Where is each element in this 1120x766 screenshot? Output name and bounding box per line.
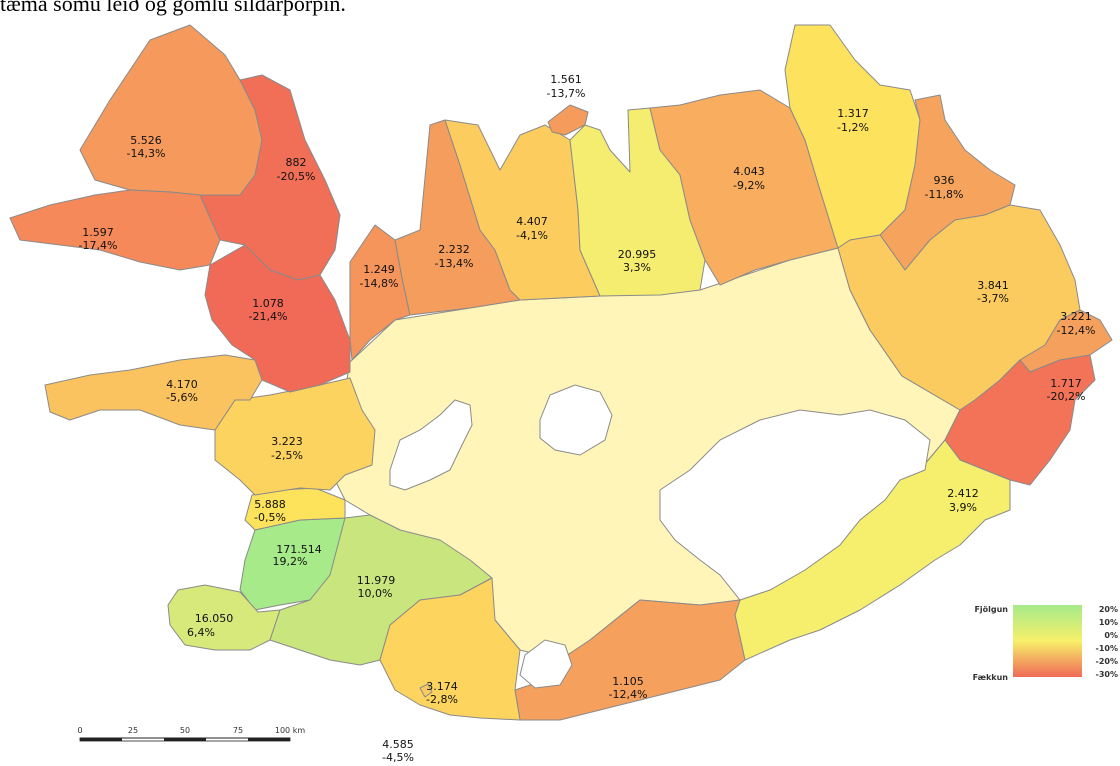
label-pop-kjos: 5.888: [254, 498, 286, 511]
label-change-austurland-sudur: -20,2%: [1047, 390, 1086, 403]
label-pop-dalir: 1.078: [252, 297, 284, 310]
legend-tick: -20%: [1096, 657, 1118, 666]
label-pop-hunavatnssysla: 2.232: [438, 243, 470, 256]
scale-bar: 0 25 50 75 100 km: [77, 726, 305, 742]
region-vestfirdir-nordur[interactable]: [79, 24, 263, 196]
legend-top-label: Fjölgun: [974, 605, 1008, 614]
region-snaefellsnes[interactable]: [44, 354, 263, 431]
label-pop-skaftafellssysla: 1.105: [612, 675, 644, 688]
glacier-hofsjokull: [539, 384, 613, 456]
label-change-strandir: -20,5%: [277, 170, 316, 183]
label-change-skaftafellssysla: -12,4%: [609, 688, 648, 701]
label-change-vestmannaeyjar: -4,5%: [382, 751, 414, 764]
label-change-hunavatnssysla: -13,4%: [435, 257, 474, 270]
label-change-fjallabyggd: -13,7%: [547, 87, 586, 100]
legend-tick: 20%: [1099, 605, 1118, 614]
label-pop-vestfirdir-nordur: 5.526: [130, 134, 162, 147]
region-skaftafellssysla[interactable]: [514, 599, 746, 721]
label-pop-hunathing-vestra: 1.249: [363, 263, 395, 276]
label-change-eyjafjordur: 3,3%: [623, 261, 651, 274]
scale-tick: 75: [233, 726, 243, 735]
region-hunathing-vestra[interactable]: [349, 224, 411, 361]
scale-tick: 100 km: [275, 726, 305, 735]
label-change-skagafjordur: -4,1%: [516, 229, 548, 242]
legend-tick: -30%: [1096, 670, 1118, 679]
label-pop-hornafjordur: 2.412: [947, 487, 979, 500]
label-pop-hofudborgarsvaedid: 171.514: [276, 543, 322, 556]
label-pop-sudurland-vestri: 11.979: [357, 574, 396, 587]
scale-tick: 50: [180, 726, 190, 735]
region-vestmannaeyjar[interactable]: [419, 683, 433, 698]
label-change-sudurland-vestri: 10,0%: [358, 587, 393, 600]
scale-tick: 25: [128, 726, 138, 735]
label-change-hunathing-vestra: -14,8%: [360, 277, 399, 290]
region-thingeyjarsysla[interactable]: [649, 89, 839, 286]
label-pop-vestfirdir-sudur: 1.597: [82, 226, 114, 239]
label-change-borgarfjordur: -2,5%: [271, 449, 303, 462]
region-dalir[interactable]: [204, 244, 351, 393]
label-change-hornafjordur: 3,9%: [949, 501, 977, 514]
label-change-vestfirdir-sudur: -17,4%: [79, 239, 118, 252]
label-pop-fjardabyggd: 3.221: [1060, 310, 1092, 323]
region-labels: 171.514 19,2% 16.050 6,4% 11.979 10,0% 5…: [79, 73, 1096, 764]
legend-bottom-label: Fækkun: [973, 673, 1009, 682]
label-pop-eyjafjordur: 20.995: [618, 248, 657, 261]
glacier-vatnajokull: [659, 409, 931, 601]
label-pop-vestmannaeyjar: 4.585: [382, 738, 414, 751]
label-change-sudurnes: 6,4%: [187, 626, 215, 639]
legend-gradient-bar: [1013, 605, 1082, 677]
region-vestfirdir-sudur[interactable]: [9, 189, 221, 271]
label-pop-fjallabyggd: 1.561: [550, 73, 582, 86]
legend-tick: -10%: [1096, 644, 1118, 653]
region-fljotsdalsherad[interactable]: [837, 204, 1081, 411]
region-borgarfjordur[interactable]: [214, 377, 376, 496]
region-rangarthing[interactable]: [379, 577, 521, 721]
label-pop-borgarfjordur: 3.223: [271, 435, 303, 448]
label-pop-strandir: 882: [286, 156, 307, 169]
label-pop-snaefellsnes: 4.170: [166, 378, 198, 391]
label-change-fjardabyggd: -12,4%: [1057, 324, 1096, 337]
label-pop-vopnafjordur: 936: [934, 174, 955, 187]
label-change-snaefellsnes: -5,6%: [166, 391, 198, 404]
caption-text: tæma sömu leið og gömlu síldarþorpin.: [0, 0, 346, 16]
label-change-vestfirdir-nordur: -14,3%: [127, 147, 166, 160]
region-sudurnes[interactable]: [167, 584, 281, 651]
label-pop-nordurthing: 1.317: [837, 107, 869, 120]
glacier-myrdalsjokull: [519, 639, 573, 689]
scale-tick: 0: [77, 726, 82, 735]
label-change-kjos: -0,5%: [254, 511, 286, 524]
legend-tick: 10%: [1099, 618, 1118, 627]
legend: Fjölgun Fækkun 20% 10% 0% -10% -20% -30%: [973, 605, 1118, 682]
label-change-vopnafjordur: -11,8%: [925, 188, 964, 201]
label-change-nordurthing: -1,2%: [837, 121, 869, 134]
label-change-hofudborgarsvaedid: 19,2%: [273, 555, 308, 568]
label-pop-austurland-sudur: 1.717: [1050, 377, 1082, 390]
legend-tick: 0%: [1104, 631, 1118, 640]
label-pop-fljotsdalsherad: 3.841: [977, 279, 1009, 292]
glacier-langjokull: [389, 399, 473, 491]
label-pop-rangarthing: 3.174: [426, 680, 458, 693]
label-change-thingeyjarsysla: -9,2%: [733, 179, 765, 192]
label-pop-thingeyjarsysla: 4.043: [733, 165, 765, 178]
label-pop-sudurnes: 16.050: [195, 612, 234, 625]
label-change-fljotsdalsherad: -3,7%: [977, 292, 1009, 305]
label-change-rangarthing: -2,8%: [426, 693, 458, 706]
label-pop-skagafjordur: 4.407: [516, 215, 548, 228]
label-change-dalir: -21,4%: [249, 310, 288, 323]
